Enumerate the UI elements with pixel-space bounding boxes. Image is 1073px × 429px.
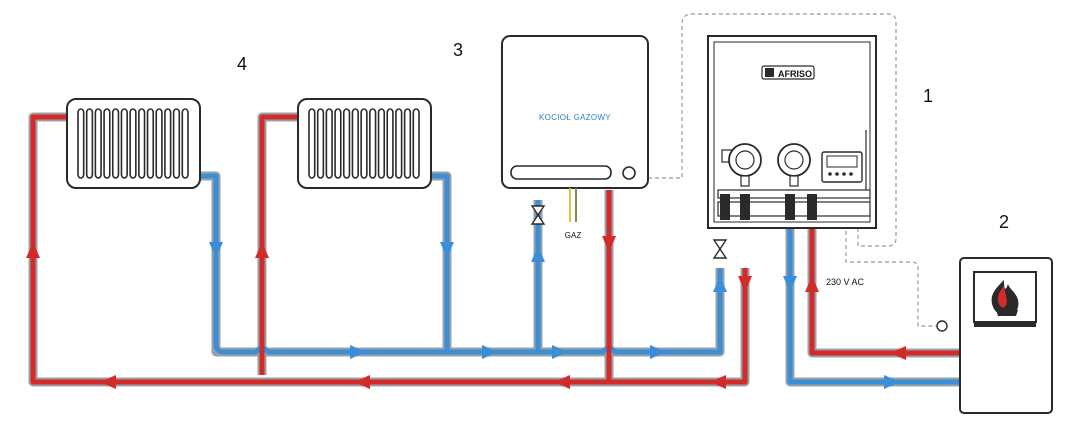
arrow-left-red-1	[100, 375, 116, 389]
radiator-fin	[111, 108, 120, 179]
afriso-unit: AFRISO	[707, 35, 877, 229]
radiator-fin	[412, 108, 420, 179]
radiator-fin	[377, 108, 386, 179]
arrow-right-blue-2	[482, 345, 498, 359]
arrow-right-blue-3	[552, 345, 568, 359]
arrow-left-red-5	[890, 346, 906, 360]
arrow-right-blue-1	[350, 345, 366, 359]
valve-icon	[530, 205, 546, 225]
radiator-fin	[351, 108, 359, 179]
radiator-fin	[403, 108, 412, 179]
gas-line: GAZ	[565, 188, 582, 240]
flame-icon	[991, 280, 1019, 316]
label-number-1: 1	[923, 86, 933, 106]
radiator-fin	[316, 108, 325, 179]
arrow-down-rad2	[440, 242, 454, 258]
radiator-2	[297, 98, 432, 189]
arrow-up-mid	[255, 242, 269, 258]
gas-boiler: KOCIOŁ GAZOWY	[501, 35, 649, 189]
controller-display-icon	[821, 151, 863, 183]
label-number-3: 3	[453, 40, 463, 60]
pump-icon	[721, 143, 762, 187]
afriso-logo: AFRISO	[761, 65, 815, 80]
radiator-fin	[308, 108, 316, 179]
afriso-manifold	[717, 130, 871, 220]
radiator-fin	[334, 108, 342, 179]
radiator-fin	[342, 108, 351, 179]
radiator-fin	[155, 108, 163, 179]
label-number-2: 2	[999, 212, 1009, 232]
radiator-fin	[172, 108, 181, 179]
radiator-fin	[395, 108, 403, 179]
label-number-4: 4	[237, 54, 247, 74]
radiator-fin	[138, 108, 146, 179]
temperature-sensor	[936, 320, 948, 332]
boiler-label: KOCIOŁ GAZOWY	[539, 113, 611, 122]
radiator-fin	[181, 108, 189, 179]
radiator-fin	[146, 108, 155, 179]
radiator-fin	[120, 108, 128, 179]
dashed-power-line	[845, 196, 942, 327]
radiator-fin	[325, 108, 333, 179]
radiator-1	[66, 98, 201, 189]
boiler-slot	[510, 165, 612, 180]
arrow-down-right-blue	[783, 276, 797, 292]
arrow-down-boiler-supply	[602, 236, 616, 252]
boiler-knob	[622, 166, 636, 180]
arrow-right-blue-5	[884, 375, 900, 389]
svg-text:AFRISO: AFRISO	[778, 69, 812, 79]
gas-label: GAZ	[565, 231, 582, 240]
arrow-right-blue-4	[650, 345, 666, 359]
radiator-fin	[77, 108, 85, 179]
arrow-down-rad1	[209, 242, 223, 258]
arrow-up-right-red	[805, 276, 819, 292]
arrow-up-boiler-return	[531, 246, 545, 262]
radiator-fin	[103, 108, 111, 179]
radiator-fin	[85, 108, 94, 179]
valve-icon	[712, 239, 728, 259]
arrow-left-red-2	[354, 375, 370, 389]
radiator-fin	[369, 108, 377, 179]
radiator-fin	[129, 108, 137, 179]
voltage-label: 230 V AC	[826, 277, 865, 287]
pipe-crossings	[259, 340, 612, 360]
radiator-fin	[386, 108, 394, 179]
dashed-boiler-to-controller	[648, 13, 897, 247]
arrow-down-afriso-supply	[738, 276, 752, 292]
radiator-fin	[360, 108, 368, 179]
pump-icon	[777, 143, 811, 187]
flow-arrows	[26, 236, 906, 389]
arrow-up-left	[26, 242, 40, 258]
arrow-left-red-4	[710, 375, 726, 389]
radiator-fin	[164, 108, 172, 179]
arrow-up-afriso-return	[713, 276, 727, 292]
arrow-left-red-3	[554, 375, 570, 389]
radiator-fin	[94, 108, 102, 179]
solid-fuel-boiler	[959, 257, 1053, 414]
